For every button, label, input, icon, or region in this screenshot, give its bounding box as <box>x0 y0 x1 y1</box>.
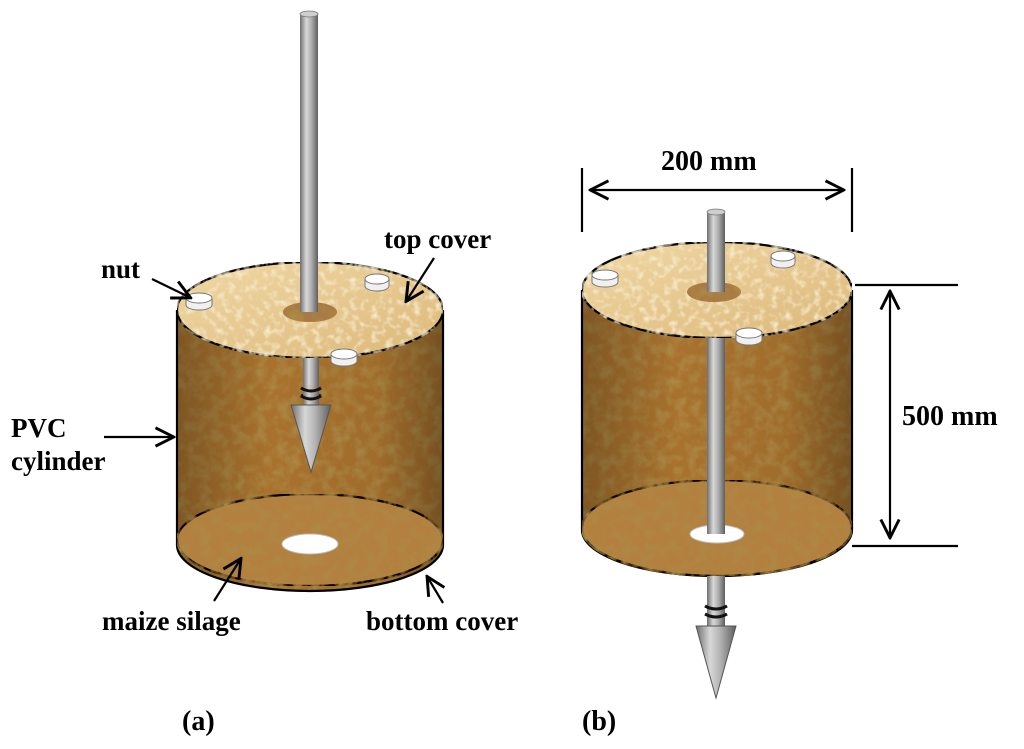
rod-lower-b <box>707 576 725 626</box>
width-dimension <box>580 168 854 232</box>
rod-outer-a <box>300 14 318 312</box>
cylinder-label: cylinder <box>11 446 106 476</box>
top-cover-label: top cover <box>384 224 491 254</box>
height-dimension-label: 500 mm <box>902 401 998 432</box>
nut-icon <box>185 292 213 311</box>
rod-inner-b <box>707 320 725 534</box>
nut-icon <box>735 327 763 346</box>
panel-a-cylinder <box>175 10 445 593</box>
nut-label: nut <box>101 254 140 284</box>
bottom-hole-a <box>281 533 339 555</box>
panel-b-label: (b) <box>582 706 616 737</box>
rod-tip-a <box>290 404 332 474</box>
rod-tip-b <box>695 625 737 700</box>
nut-icon <box>770 250 796 269</box>
nut-icon <box>364 273 390 292</box>
maize-silage-label: maize silage <box>102 606 241 636</box>
bottom-cover-label: bottom cover <box>366 606 518 636</box>
panel-b-cylinder <box>580 208 854 700</box>
height-dimension <box>852 283 958 548</box>
pvc-label: PVC <box>11 413 67 443</box>
pointer-arrows-a <box>104 257 443 604</box>
panel-a-label: (a) <box>182 706 215 737</box>
maize-silage-pointer <box>213 560 240 602</box>
bottom-cover-pointer <box>428 578 443 604</box>
nut-icon <box>330 348 358 367</box>
top-cover-pointer <box>407 257 435 300</box>
rod-thread-b <box>704 604 728 619</box>
width-dimension-label: 200 mm <box>661 146 757 177</box>
nut-icon <box>591 269 619 288</box>
nut-pointer <box>151 278 189 297</box>
rod-outer-b <box>707 212 725 292</box>
